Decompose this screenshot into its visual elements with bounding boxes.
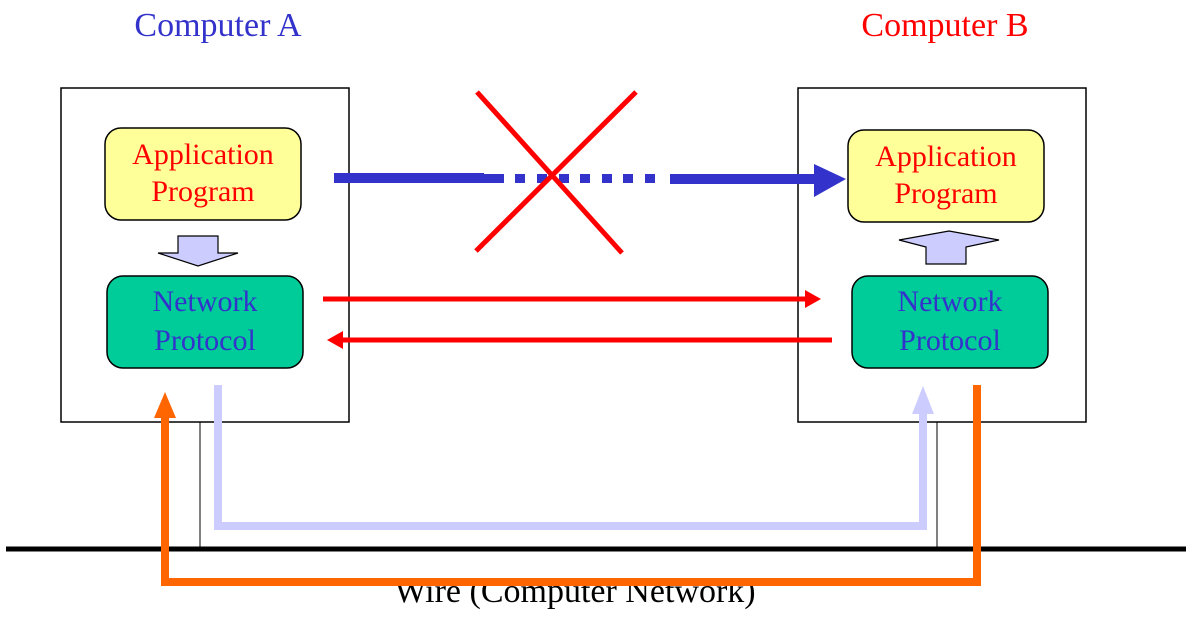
computer-a-net-line1: Network: [153, 285, 258, 318]
computer-a-network-node: Network Protocol: [106, 275, 304, 369]
computer-b-app-line2: Program: [894, 177, 997, 210]
blocked-x-icon: [474, 90, 638, 255]
computer-a-title: Computer A: [134, 7, 302, 44]
computer-b-up-arrow-icon: [898, 230, 1000, 265]
direct-app-to-app-arrow: [334, 164, 846, 197]
computer-b-net-line1: Network: [898, 285, 1003, 318]
computer-b-application-node: Application Program: [847, 129, 1045, 223]
computer-b-network-node: Network Protocol: [851, 275, 1049, 369]
computer-a-application-node: Application Program: [104, 127, 302, 221]
computer-a-app-line1: Application: [132, 138, 274, 171]
physical-path-a-to-b: [214, 385, 934, 530]
computer-b-net-line2: Protocol: [899, 324, 1001, 357]
computer-a-net-line2: Protocol: [154, 324, 256, 357]
protocol-arrow-b-to-a: [327, 331, 832, 349]
computer-a-down-arrow-icon: [157, 235, 239, 267]
computer-b-app-line1: Application: [875, 140, 1017, 173]
computer-b-title: Computer B: [861, 7, 1028, 44]
protocol-arrow-a-to-b: [323, 290, 821, 308]
computer-a-app-line2: Program: [151, 175, 254, 208]
